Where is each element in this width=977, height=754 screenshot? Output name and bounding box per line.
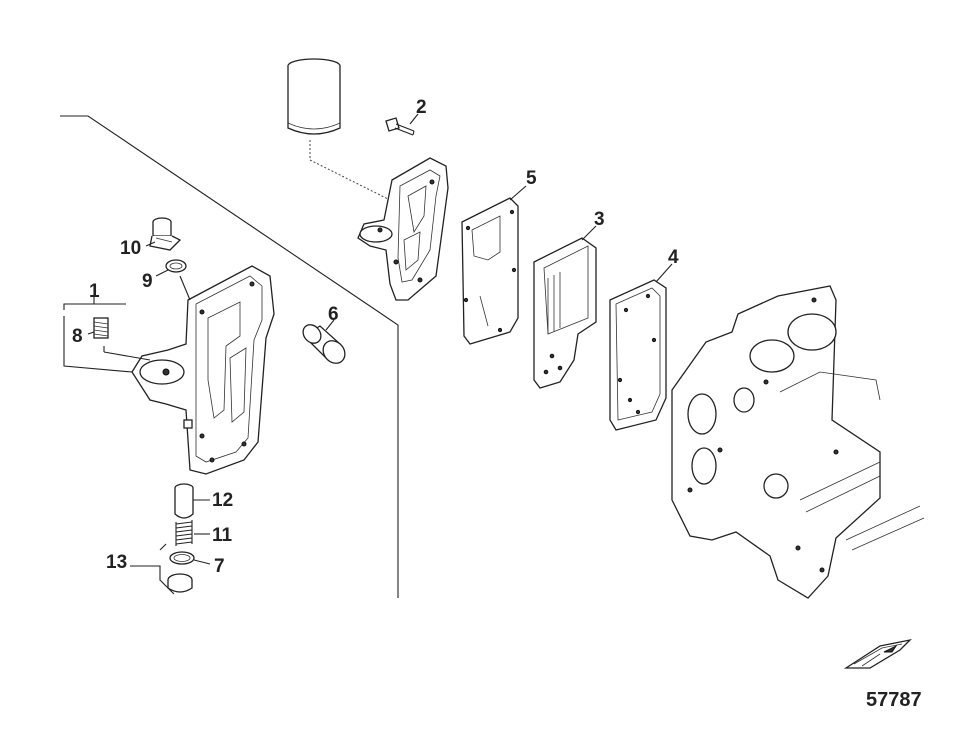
callout-8: 8 [72, 326, 83, 347]
figure-number: 57787 [866, 689, 922, 711]
engine-outline [60, 115, 399, 598]
part-8-plug [63, 296, 151, 373]
part-11-spring [175, 520, 210, 546]
callout-11: 11 [212, 525, 233, 546]
callout-9: 9 [142, 271, 153, 292]
part-3-oil-cooler [533, 237, 597, 389]
callout-5: 5 [526, 168, 537, 189]
callout-4: 4 [668, 247, 679, 268]
upper-filter-housing [357, 157, 449, 301]
oil-filter-adapter-housing [131, 265, 275, 475]
callout-7: 7 [214, 556, 225, 577]
callout-1: 1 [89, 281, 100, 302]
part-10-fitting [145, 217, 182, 251]
oil-filter [287, 58, 391, 201]
part-6-sleeve [302, 319, 346, 364]
part-12-plunger [174, 483, 210, 519]
part-13-plug-assembly [130, 543, 193, 595]
callout-12: 12 [212, 490, 233, 511]
callout-2: 2 [416, 97, 427, 118]
callout-6: 6 [328, 304, 339, 325]
callout-3: 3 [594, 209, 605, 230]
boat-orientation-icon [843, 638, 912, 669]
leader-lines [409, 113, 673, 283]
engine-block [671, 285, 925, 599]
part-2-bolt [385, 117, 415, 136]
callout-13: 13 [106, 552, 127, 573]
callout-labels: 1 2 3 4 5 6 7 8 9 10 11 12 13 [72, 97, 679, 577]
part-5-gasket [461, 197, 519, 345]
part-4-gasket [609, 279, 667, 431]
callout-10: 10 [120, 238, 141, 259]
part-9-o-ring [155, 259, 191, 301]
part-7-o-ring [169, 551, 211, 565]
